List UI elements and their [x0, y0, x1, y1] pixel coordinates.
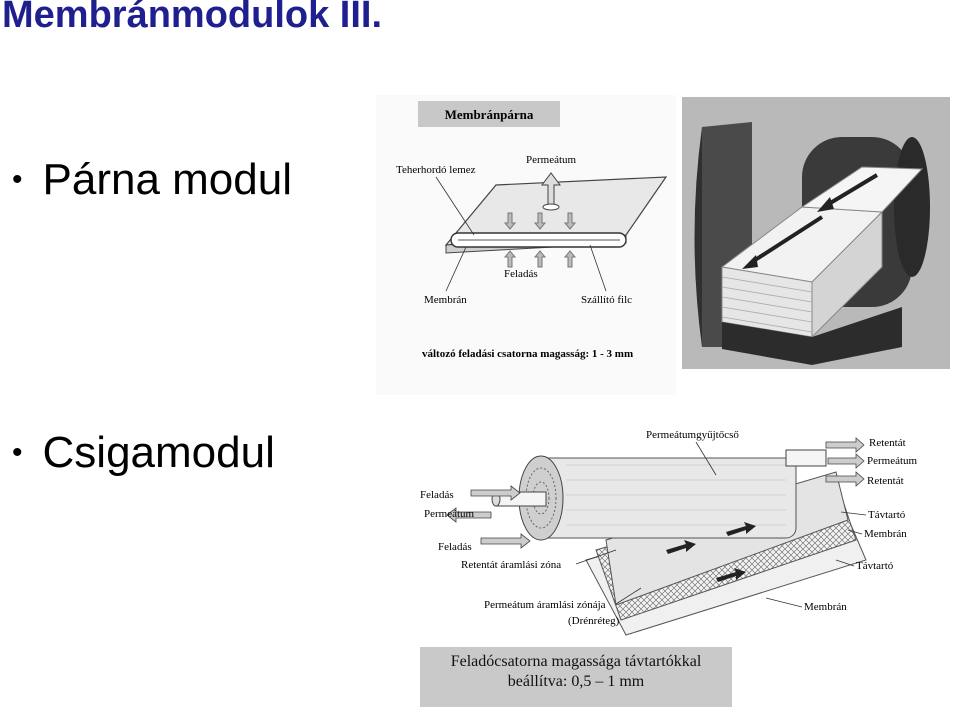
bullet-pillow-module: • Párna modul [12, 155, 292, 205]
pillow-header-box [418, 101, 560, 127]
label-retentate-right: Retentát [867, 475, 904, 487]
pillow-module-photo [682, 97, 950, 369]
label-felt: Szállító filc [581, 294, 632, 306]
label-permeate-right: Permeátum [867, 455, 918, 467]
label-collector: Permeátumgyűjtőcső [646, 429, 739, 441]
pillow-schematic: Membránpárna Teherhordó lemez Permeátum … [376, 95, 676, 395]
label-membrane: Membrán [424, 294, 467, 306]
label-permeate: Permeátum [526, 154, 577, 166]
label-membrane2: Membrán [804, 601, 847, 613]
spiral-caption-line2: beállítva: 0,5 – 1 mm [507, 673, 645, 690]
label-permeate-left: Permeátum [424, 508, 475, 520]
label-feed-left2: Feladás [438, 541, 472, 553]
slide-title: Membránmodulok III. [2, 0, 383, 36]
label-drain: (Drénréteg) [568, 615, 620, 627]
bullet-dot-icon: • [12, 436, 23, 469]
spiral-caption-box: Feladócsatorna magassága távtartókkal be… [420, 647, 732, 707]
label-spacer1: Távtartó [868, 509, 906, 521]
label-permeate-zone: Permeátum áramlási zónája [484, 599, 606, 611]
bullet-spiral-module: • Csigamodul [12, 428, 275, 478]
label-feed: Feladás [504, 268, 538, 280]
spiral-schematic: Permeátumgyűjtőcső Retentát Permeátum Re… [416, 420, 936, 642]
label-retentate-top: Retentát [869, 437, 906, 449]
pillow-header: Membránpárna [445, 107, 534, 122]
bullet-dot-icon: • [12, 163, 23, 196]
label-membrane1: Membrán [864, 528, 907, 540]
bullet-text: Csigamodul [42, 428, 275, 477]
label-feed-left: Feladás [420, 489, 454, 501]
label-retentate-zone: Retentát áramlási zóna [461, 559, 561, 571]
spiral-caption-line1: Feladócsatorna magassága távtartókkal [450, 653, 702, 670]
label-spacer2: Távtartó [856, 560, 894, 572]
bullet-text: Párna modul [42, 155, 292, 204]
pillow-caption: változó feladási csatorna magasság: 1 - … [422, 348, 633, 360]
label-plate: Teherhordó lemez [396, 164, 476, 176]
